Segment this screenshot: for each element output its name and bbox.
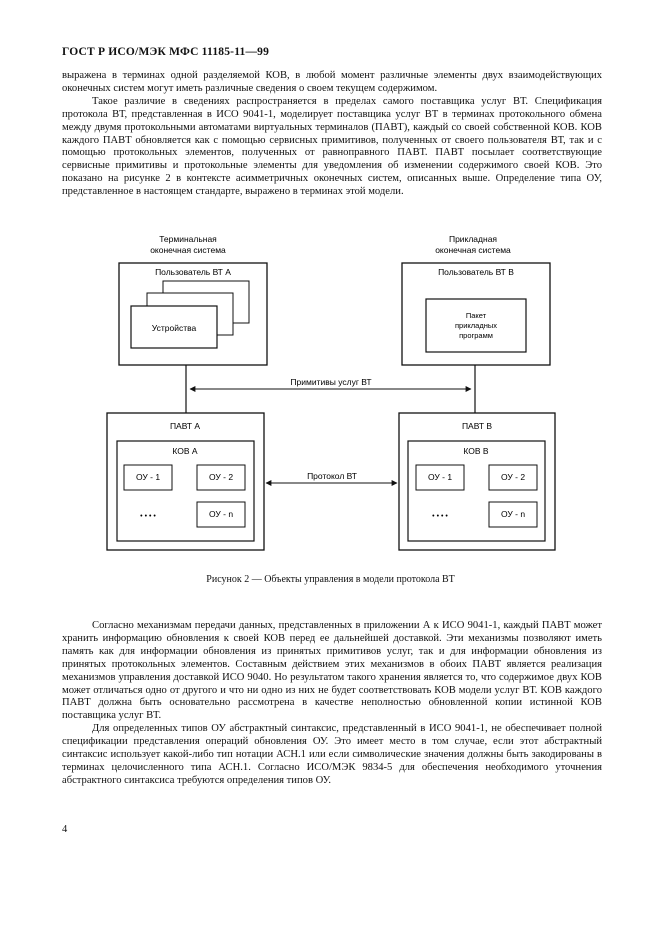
kov-b-label: КОВ В (463, 446, 488, 456)
ou-1-b-label: ОУ - 1 (428, 472, 452, 482)
ou-2-b-label: ОУ - 2 (501, 472, 525, 482)
pavt-b-box (398, 412, 556, 551)
left-system-title-2: оконечная система (150, 245, 226, 255)
device-box-front (130, 305, 218, 349)
bottom-text: Согласно механизмам передачи данных, пре… (62, 620, 602, 788)
service-primitives-bg (283, 377, 379, 388)
right-system-title-2: оконечная система (435, 245, 511, 255)
paragraph: Такое различие в сведениях распространяе… (62, 95, 602, 198)
ou-2-a-label: ОУ - 2 (209, 472, 233, 482)
protocol-label: Протокол ВТ (307, 471, 357, 481)
protocol-bg (296, 470, 368, 481)
ou-2-b-box (488, 464, 538, 491)
pavt-a-label: ПАВТ А (170, 421, 200, 431)
paragraph: Для определенных типов ОУ абстрактный си… (62, 723, 602, 786)
ou-1-a-label: ОУ - 1 (136, 472, 160, 482)
paragraph: выражена в терминах одной разделяемой КО… (62, 70, 602, 94)
service-primitives-label: Примитивы услуг ВТ (290, 377, 371, 387)
ou-n-a-box (196, 501, 246, 528)
user-a-label: Пользователь ВТ А (155, 267, 231, 277)
kov-b-box (407, 440, 546, 542)
app-package-line-2: прикладных (455, 321, 497, 330)
document-header: ГОСТ Р ИСО/МЭК МФС 11185-11—99 (62, 46, 270, 58)
devices-label: Устройства (152, 323, 197, 333)
left-system-title-1: Терминальная (159, 234, 217, 244)
kov-a-box (116, 440, 255, 542)
ou-2-a-box (196, 464, 246, 491)
ou-n-b-box (488, 501, 538, 528)
kov-a-label: КОВ А (172, 446, 197, 456)
app-package-box (425, 298, 527, 353)
pavt-b-label: ПАВТ В (462, 421, 492, 431)
ou-1-a-box (123, 464, 173, 491)
top-text: выражена в терминах одной разделяемой КО… (62, 70, 602, 199)
user-a-box (118, 262, 268, 366)
figure-caption: Рисунок 2 — Объекты управления в модели … (206, 574, 455, 585)
app-package-line-1: Пакет (466, 311, 487, 320)
page-number: 4 (62, 824, 68, 835)
dots-b: • • • • (432, 513, 448, 520)
right-system-title-1: Прикладная (449, 234, 497, 244)
dots-a: • • • • (140, 513, 156, 520)
paragraph: Согласно механизмам передачи данных, пре… (62, 620, 602, 722)
ou-n-b-label: ОУ - n (501, 509, 525, 519)
pavt-a-box (106, 412, 265, 551)
ou-1-b-box (415, 464, 465, 491)
ou-n-a-label: ОУ - n (209, 509, 233, 519)
user-b-box (401, 262, 551, 366)
figure-2-diagram: Терминальная оконечная система Прикладна… (106, 234, 556, 551)
user-b-label: Пользователь ВТ В (438, 267, 514, 277)
app-package-line-3: программ (459, 331, 493, 340)
